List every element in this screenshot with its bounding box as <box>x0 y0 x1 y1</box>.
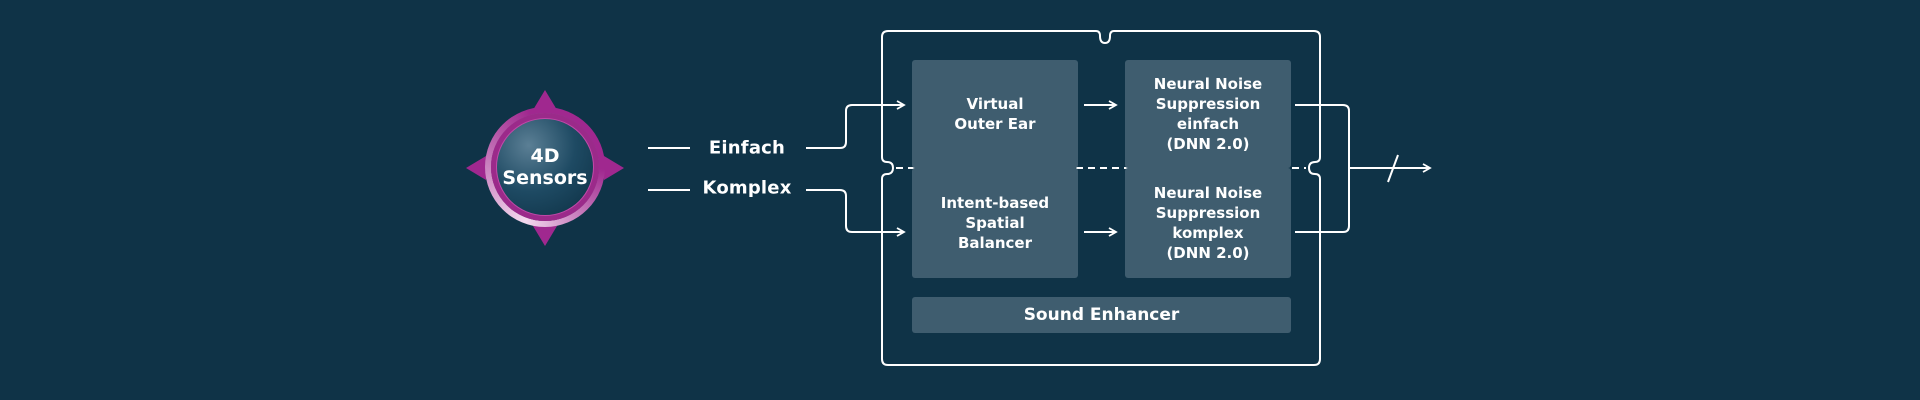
sensor-badge: 4D Sensors <box>491 113 599 221</box>
sensor-arrow-up-icon <box>533 90 557 110</box>
block-nns-komplex: Neural Noise Suppression komplex (DNN 2.… <box>1125 168 1291 278</box>
komplex-route <box>806 189 906 237</box>
sensor-label: 4D Sensors <box>502 145 588 189</box>
block-virtual-outer-ear: Virtual Outer Ear <box>912 60 1078 168</box>
einfach-route <box>806 100 906 149</box>
block-sound-enhancer: Sound Enhancer <box>912 297 1291 333</box>
input-label-einfach: Einfach <box>708 137 786 159</box>
block-nns-einfach-label: Neural Noise Suppression einfach (DNN 2.… <box>1153 75 1263 153</box>
output-bus-slash <box>1387 154 1399 183</box>
block-virtual-outer-ear-label: Virtual Outer Ear <box>954 95 1036 133</box>
block-spatial-balancer-label: Intent-based Spatial Balancer <box>940 194 1050 252</box>
block-sound-enhancer-label: Sound Enhancer <box>1023 305 1180 325</box>
block-spatial-balancer: Intent-based Spatial Balancer <box>912 168 1078 278</box>
module-frame <box>881 30 1321 366</box>
sensor-arrow-left-icon <box>466 156 486 180</box>
output-merge-lines <box>1295 104 1430 233</box>
sensor-arrow-right-icon <box>604 156 624 180</box>
input-label-komplex: Komplex <box>702 177 792 199</box>
sensor-arrow-down-icon <box>533 226 557 246</box>
block-nns-komplex-label: Neural Noise Suppression komplex (DNN 2.… <box>1153 184 1263 262</box>
block-nns-einfach: Neural Noise Suppression einfach (DNN 2.… <box>1125 60 1291 168</box>
